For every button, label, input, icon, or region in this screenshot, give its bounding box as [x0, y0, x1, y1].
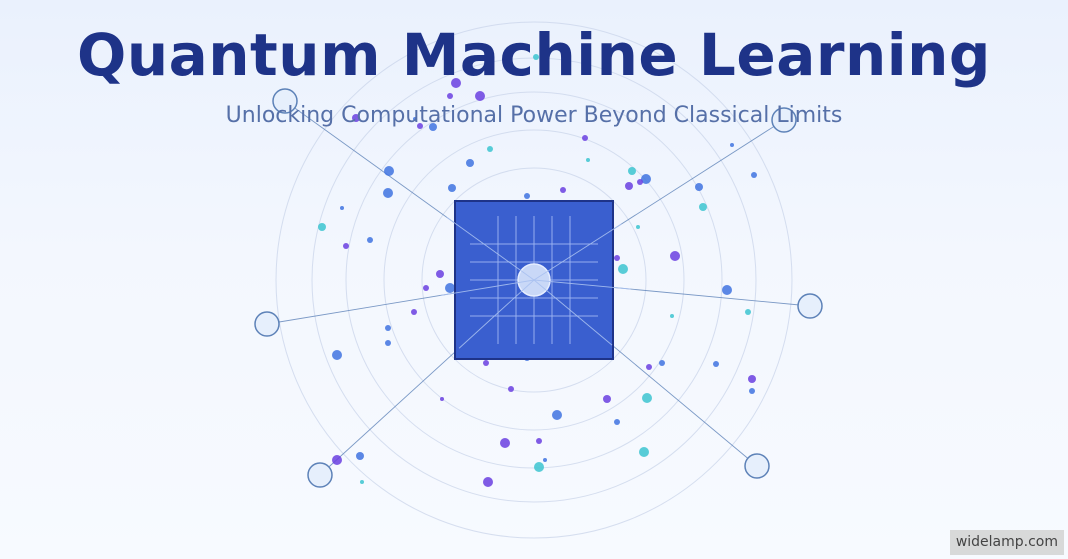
particle — [332, 455, 342, 465]
particle — [429, 123, 437, 131]
particle — [340, 206, 344, 210]
particle — [614, 255, 620, 261]
particle — [536, 438, 542, 444]
particle — [417, 123, 423, 129]
particle — [483, 360, 489, 366]
particle — [582, 135, 588, 141]
particle — [451, 78, 461, 88]
chip-connector-line — [440, 279, 535, 296]
particle — [699, 203, 707, 211]
qubit-node-icon — [797, 293, 823, 319]
particle — [356, 452, 364, 460]
qubit-node-icon — [771, 107, 797, 133]
particle — [642, 393, 652, 403]
particle — [722, 285, 732, 295]
qubit-node-icon — [307, 462, 333, 488]
particle — [483, 477, 493, 487]
orbit-ring — [421, 167, 647, 393]
particle — [751, 172, 757, 178]
particle — [641, 174, 651, 184]
particle — [436, 270, 444, 278]
particle — [500, 438, 510, 448]
particle — [367, 237, 373, 243]
particle — [625, 182, 633, 190]
particle-field — [318, 54, 757, 487]
particle — [384, 166, 394, 176]
particle — [603, 395, 611, 403]
chip-connector-line — [533, 279, 631, 290]
particle — [447, 93, 453, 99]
chip-connector-line — [533, 279, 613, 346]
chip-connector-line — [533, 223, 622, 281]
chip-connector-line — [446, 216, 535, 281]
particle — [639, 447, 649, 457]
particle — [618, 264, 628, 274]
particle — [543, 458, 547, 462]
orbit-ring — [275, 21, 793, 539]
particle — [552, 410, 562, 420]
particle — [749, 388, 755, 394]
particle — [506, 58, 510, 62]
particle — [534, 462, 544, 472]
particle — [713, 361, 719, 367]
particle — [659, 360, 665, 366]
particle — [646, 364, 652, 370]
qubit-node-icon — [254, 311, 280, 337]
chip-connector-line — [458, 279, 535, 349]
particle — [385, 325, 391, 331]
particle — [730, 143, 734, 147]
particle — [745, 309, 751, 315]
particle — [748, 375, 756, 383]
qubit-nodes — [254, 88, 823, 488]
particle — [670, 251, 680, 261]
particle — [440, 397, 444, 401]
particle — [586, 158, 590, 162]
particle — [411, 309, 417, 315]
particle — [332, 350, 342, 360]
particle — [466, 159, 474, 167]
qubit-node-icon — [272, 88, 298, 114]
particle — [448, 184, 456, 192]
particle — [524, 193, 530, 199]
particle — [413, 117, 417, 121]
particle — [636, 225, 640, 229]
particle — [475, 91, 485, 101]
page-title: Quantum Machine Learning — [77, 21, 991, 89]
particle — [343, 243, 349, 249]
qubit-node-icon — [744, 453, 770, 479]
particle — [360, 480, 364, 484]
particle — [352, 114, 360, 122]
particle — [487, 146, 493, 152]
page-subtitle: Unlocking Computational Power Beyond Cla… — [225, 103, 843, 128]
particle — [628, 167, 636, 175]
particle — [695, 183, 703, 191]
quantum-chip-icon — [440, 200, 631, 360]
particle — [670, 314, 674, 318]
particle — [533, 54, 539, 60]
orbit-ring — [345, 91, 723, 469]
particle — [637, 179, 643, 185]
particle — [318, 223, 326, 231]
particle — [383, 188, 393, 198]
watermark: widelamp.com — [949, 530, 1064, 555]
particle — [560, 187, 566, 193]
particle — [508, 386, 514, 392]
orbit-ring — [383, 129, 685, 431]
particle — [445, 283, 455, 293]
particle — [614, 419, 620, 425]
particle — [423, 285, 429, 291]
particle — [385, 340, 391, 346]
